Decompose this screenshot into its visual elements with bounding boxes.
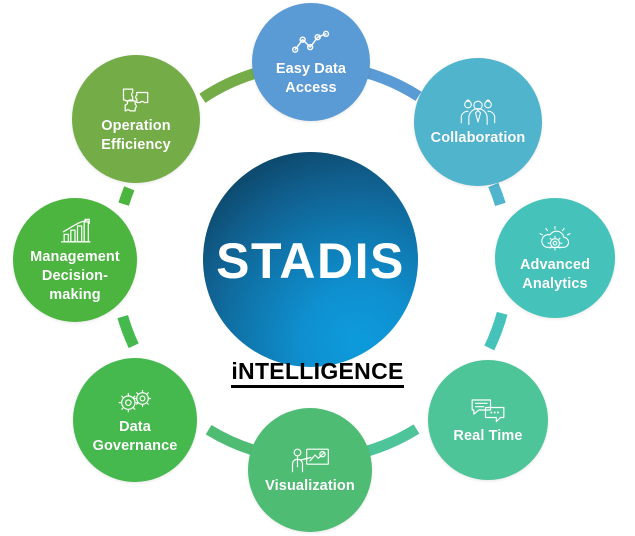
brand-title: STADIS: [216, 232, 405, 289]
ring-segment-operation-efficiency-to-easy-data-access: [199, 67, 260, 103]
ring-segment-management-decision-making-to-operation-efficiency: [118, 186, 135, 206]
node-label: Management Decision- making: [30, 249, 120, 303]
diagram-subtitle: iNTELLIGENCE: [0, 358, 635, 388]
node-data-governance[interactable]: Data Governance: [73, 358, 197, 482]
presentation-icon: [290, 444, 330, 476]
cloud-gear-icon: [535, 223, 575, 255]
people-group-icon: [458, 96, 498, 128]
node-easy-data-access[interactable]: Easy Data Access: [252, 3, 370, 121]
ring-segment-real-time-to-visualization: [364, 424, 420, 457]
puzzle-icon: [116, 84, 156, 116]
node-label: Visualization: [265, 478, 355, 495]
ring-segment-advanced-analytics-to-real-time: [484, 311, 508, 351]
ring-segment-easy-data-access-to-collaboration: [363, 66, 422, 101]
chat-bubbles-icon: [468, 394, 508, 426]
node-collaboration[interactable]: Collaboration: [414, 58, 542, 186]
node-operation-efficiency[interactable]: Operation Efficiency: [72, 55, 200, 183]
node-label: Easy Data Access: [275, 60, 347, 96]
node-label: Real Time: [453, 428, 523, 445]
ring-segment-data-governance-to-management-decision-making: [117, 315, 139, 349]
node-advanced-analytics[interactable]: Advanced Analytics: [495, 198, 615, 318]
node-real-time[interactable]: Real Time: [428, 360, 548, 480]
gears-icon: [115, 385, 155, 417]
ring-segment-collaboration-to-advanced-analytics: [488, 182, 506, 207]
line-chart-icon: [291, 27, 331, 59]
subtitle-text: iNTELLIGENCE: [231, 358, 404, 388]
node-management-decision-making[interactable]: Management Decision- making: [13, 198, 137, 322]
node-label: Operation Efficiency: [101, 117, 171, 153]
ring-segment-visualization-to-data-governance: [205, 424, 256, 456]
node-visualization[interactable]: Visualization: [248, 408, 372, 532]
node-label: Advanced Analytics: [519, 256, 591, 292]
bar-chart-arrow-icon: [55, 215, 95, 247]
node-label: Collaboration: [430, 130, 526, 147]
node-label: Data Governance: [92, 418, 178, 454]
center-hub: STADIS: [203, 152, 418, 367]
